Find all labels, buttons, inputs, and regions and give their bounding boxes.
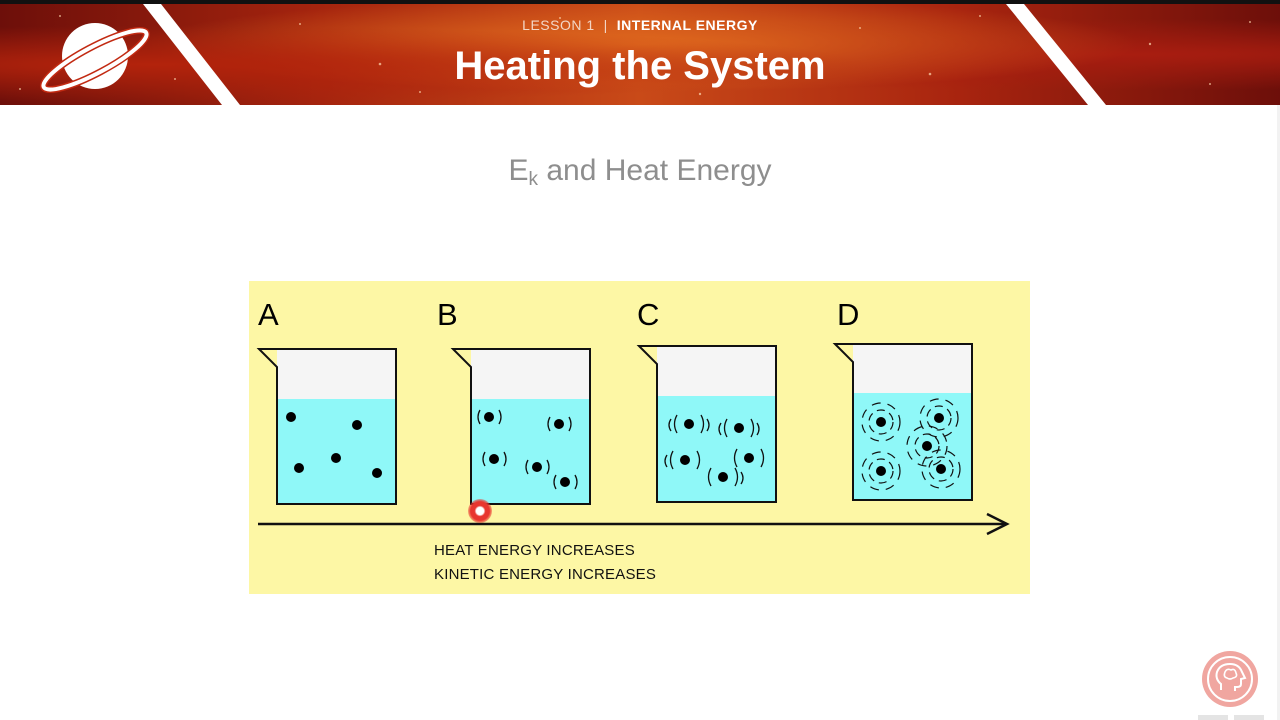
bottom-tab-left[interactable] [1198, 715, 1228, 720]
banner-art [19, 4, 1251, 105]
kinetic-energy-caption: KINETIC ENERGY INCREASES [434, 566, 657, 583]
heading-text: and Heat Energy [538, 154, 772, 187]
kinetic-energy-diagram: A B C D [249, 281, 1030, 594]
planet-icon [39, 23, 151, 94]
beaker-b [450, 348, 591, 505]
beaker-label-c: C [637, 297, 660, 332]
beaker-label-d: D [837, 297, 860, 332]
bottom-tab-right[interactable] [1234, 715, 1264, 720]
beaker-label-a: A [258, 297, 279, 332]
heading-symbol: E [508, 154, 529, 187]
top-strip [0, 0, 1280, 4]
heat-energy-caption: HEAT ENERGY INCREASES [434, 542, 635, 559]
beakers-graphic [256, 343, 1010, 536]
head-brain-glyph [1207, 656, 1253, 702]
pointer-dot [468, 499, 492, 523]
increase-arrow [258, 512, 1010, 536]
lesson-breadcrumb: LESSON 1 | INTERNAL ENERGY [0, 17, 1280, 33]
lesson-topic: INTERNAL ENERGY [616, 17, 758, 33]
slide-heading: Ek and Heat Energy [0, 154, 1280, 191]
head-brain-icon[interactable] [1202, 651, 1258, 707]
beaker-c [636, 345, 777, 503]
breadcrumb-separator: | [603, 17, 608, 33]
right-scroll-edge [1277, 105, 1280, 720]
heading-subscript: k [528, 169, 539, 190]
beaker-a [256, 348, 397, 505]
lesson-banner: LESSON 1 | INTERNAL ENERGY Heating the Sys… [0, 4, 1280, 105]
beaker-d [832, 343, 973, 501]
beaker-label-b: B [437, 297, 458, 332]
lesson-number: LESSON 1 [522, 17, 595, 33]
page-title: Heating the System [454, 44, 826, 88]
